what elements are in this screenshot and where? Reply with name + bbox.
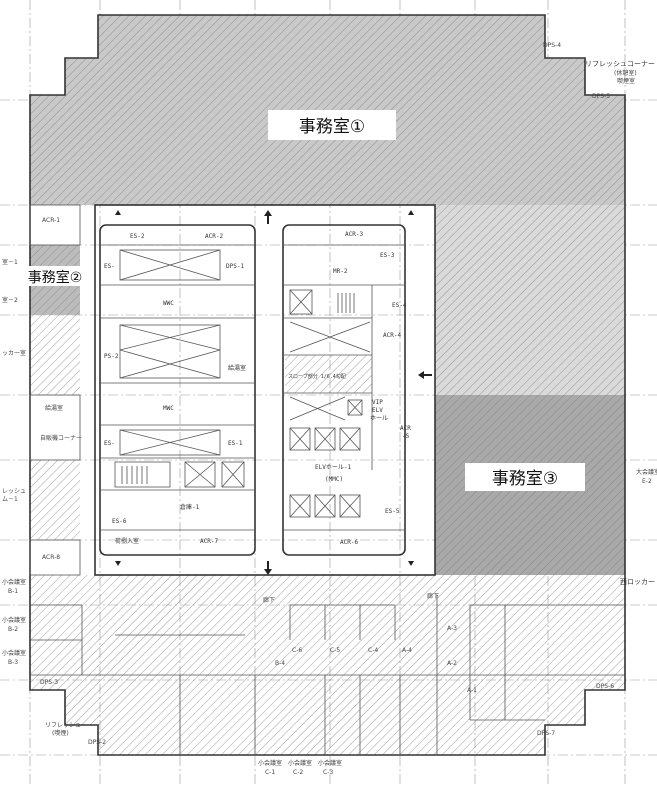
left-arrow-icon <box>418 371 432 379</box>
room-label: ACR <box>400 425 411 432</box>
svg-text:事務室①: 事務室① <box>299 117 365 137</box>
room-label: ES-6 <box>112 518 127 525</box>
direction-markers <box>115 210 432 575</box>
office-2-label: 事務室② <box>24 266 86 286</box>
room-label: DPS-2 <box>88 739 106 746</box>
room-label: WWC <box>163 300 174 307</box>
room-label: 喫煙室 <box>617 77 635 85</box>
room-label: 大会議室 <box>636 468 657 476</box>
room-label: ACR-2 <box>205 233 223 240</box>
room-label: レッシュ <box>2 488 26 495</box>
room-label: 給湯室 <box>228 364 246 372</box>
perimeter-labels: ACR-1 室－1 室－2 ッカー室 給湯室 自販機コーナー レッシュ ム－1 … <box>2 42 657 776</box>
left-core <box>99 224 256 556</box>
room-label: A-3 <box>447 625 457 632</box>
core-boundary <box>94 204 436 576</box>
acr1-room <box>29 204 81 246</box>
room-label: B-1 <box>8 588 18 595</box>
room-label: PS-2 <box>104 353 119 360</box>
room-label: 小会議室 <box>318 759 342 767</box>
room-label: ACR-1 <box>42 217 60 224</box>
office-right-area <box>435 205 625 395</box>
room-label: ELV <box>372 407 383 414</box>
room-label: 小会議室 <box>258 759 282 767</box>
office-1-label: 事務室① <box>268 110 396 140</box>
room-label: C-3 <box>323 769 333 776</box>
room-label: ES- <box>104 440 115 447</box>
room-label: 荷捌入室 <box>115 537 139 545</box>
room-label: (MMC) <box>325 476 343 483</box>
room-label: MR-2 <box>333 268 348 275</box>
room-label: A-1 <box>467 687 477 694</box>
room-label: ACR-8 <box>42 554 60 561</box>
core-labels: ES-2 ACR-2 ES- DPS-1 WWC PS-2 給湯室 MWC ES… <box>104 231 411 546</box>
kyuto-room <box>29 394 81 461</box>
room-label: 西ロッカー <box>620 578 655 586</box>
room-label: DPS-3 <box>40 679 58 686</box>
room-label: C-5 <box>330 647 340 654</box>
room-label: (休憩室) <box>614 69 637 77</box>
room-label: 廊下 <box>263 596 275 604</box>
room-label: 室－2 <box>2 296 18 304</box>
room-label: 小会議室 <box>2 578 26 586</box>
room-label: 廊下 <box>427 592 439 600</box>
room-label: 小会議室 <box>288 759 312 767</box>
acr8-room <box>29 539 81 576</box>
room-label: リフレッシュコーナー <box>585 60 655 68</box>
office-3-label: 事務室③ <box>465 463 585 491</box>
bottom-meeting-area <box>30 575 625 755</box>
room-label: ACR-3 <box>345 231 363 238</box>
room-label: B-2 <box>8 626 18 633</box>
room-label: -5 <box>402 433 410 440</box>
room-label: 給湯室 <box>45 404 63 412</box>
room-label: 倉庫-1 <box>180 503 200 511</box>
office-2-area <box>30 245 80 540</box>
room-label: ES- <box>104 263 115 270</box>
room-label: 室－1 <box>2 258 18 266</box>
room-label: DPS-5 <box>592 93 610 100</box>
room-label: スロープ部分 1/6.4勾配 <box>288 373 346 380</box>
bottom-partitions <box>30 595 625 755</box>
room-label: ES-4 <box>392 302 407 309</box>
room-label: ES-5 <box>385 508 400 515</box>
room-label: A-2 <box>447 660 457 667</box>
room-label: (喫煙) <box>52 729 69 737</box>
room-label: C-4 <box>368 647 378 654</box>
room-label: C-1 <box>265 769 275 776</box>
room-label: A-4 <box>402 647 412 654</box>
room-label: DPS-6 <box>596 683 614 690</box>
room-label: E-2 <box>642 478 652 485</box>
room-label: C-2 <box>293 769 303 776</box>
room-label: ELVホール-1 <box>315 464 351 471</box>
svg-text:事務室③: 事務室③ <box>492 469 558 489</box>
room-label: DPS-1 <box>226 263 244 270</box>
room-label: ES-3 <box>380 252 395 259</box>
room-label: ACR-6 <box>340 539 358 546</box>
room-label: ACR-7 <box>200 538 218 545</box>
room-label: ES-1 <box>228 440 243 447</box>
room-label: B-4 <box>275 660 285 667</box>
room-label: DPS-7 <box>537 730 555 737</box>
right-core <box>282 224 406 556</box>
room-label: MWC <box>163 405 174 412</box>
down-arrow-icon <box>264 561 272 575</box>
room-label: ム－1 <box>2 496 18 503</box>
room-label: ホール <box>370 415 388 422</box>
room-label: DPS-4 <box>543 42 561 49</box>
up-arrow-icon <box>264 210 272 224</box>
room-label: 小会議室 <box>2 649 26 657</box>
room-label: 自販機コーナー <box>40 434 82 442</box>
room-label: ES-2 <box>130 233 145 240</box>
room-label: ACR-4 <box>383 332 401 339</box>
room-label: ッカー室 <box>2 349 26 357</box>
room-label: VIP <box>372 399 383 406</box>
svg-text:事務室②: 事務室② <box>28 269 83 286</box>
room-label: C-6 <box>292 647 302 654</box>
room-label: リフレッシュ <box>45 722 81 729</box>
room-label: 小会議室 <box>2 616 26 624</box>
exterior-wall <box>29 14 626 756</box>
room-label: B-3 <box>8 659 18 666</box>
